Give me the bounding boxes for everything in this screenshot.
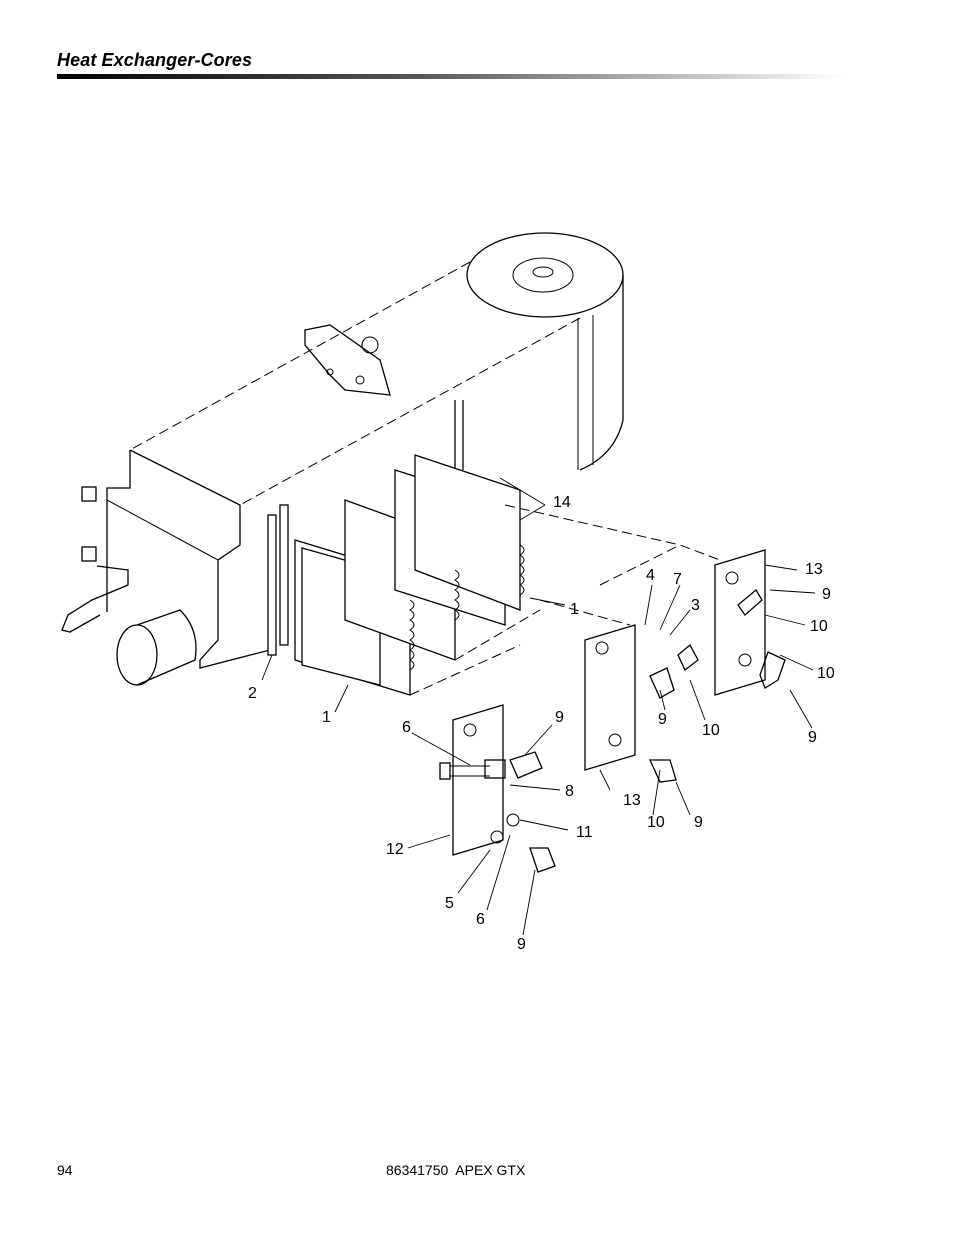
callout-11: 11 [576, 824, 593, 841]
top-latch-bracket [304, 324, 391, 396]
callout-13: 13 [805, 561, 823, 578]
callout-1: 1 [570, 601, 579, 618]
callout-9: 9 [694, 814, 703, 831]
callout-12: 12 [386, 841, 404, 858]
callout-10: 10 [810, 618, 828, 635]
coil-tubes [409, 544, 525, 671]
plate-assembly-13-upper [714, 549, 786, 696]
outlet-cylinder [116, 609, 197, 686]
core-frames [267, 454, 721, 696]
callout-9: 9 [658, 711, 667, 728]
callout-14: 14 [553, 494, 571, 511]
callout-9: 9 [555, 709, 564, 726]
callout-6: 6 [476, 911, 485, 928]
callout-9: 9 [808, 729, 817, 746]
callout-5: 5 [445, 895, 454, 912]
heat-exchanger-body [106, 400, 464, 669]
leader-lines [261, 477, 816, 936]
page-title: Heat Exchanger-Cores [57, 50, 253, 70]
callout-4: 4 [646, 567, 655, 584]
callout-10: 10 [817, 665, 835, 682]
callout-1: 1 [322, 709, 331, 726]
page-number: 94 [57, 1162, 73, 1178]
callout-13: 13 [623, 792, 641, 809]
callout-9: 9 [822, 586, 831, 603]
title-rule [57, 74, 843, 79]
callout-10: 10 [702, 722, 720, 739]
callout-8: 8 [565, 783, 574, 800]
callout-3: 3 [691, 597, 700, 614]
blower-housing [129, 232, 624, 506]
plate-assembly-13-lower [584, 624, 699, 783]
document-reference: 86341750 APEX GTX [386, 1162, 526, 1178]
callout-9: 9 [517, 936, 526, 953]
left-fittings [61, 486, 129, 633]
plate-assembly-12 [439, 704, 556, 873]
callout-2: 2 [248, 685, 257, 702]
callout-7: 7 [673, 571, 682, 588]
callout-6: 6 [402, 719, 411, 736]
callout-10: 10 [647, 814, 665, 831]
